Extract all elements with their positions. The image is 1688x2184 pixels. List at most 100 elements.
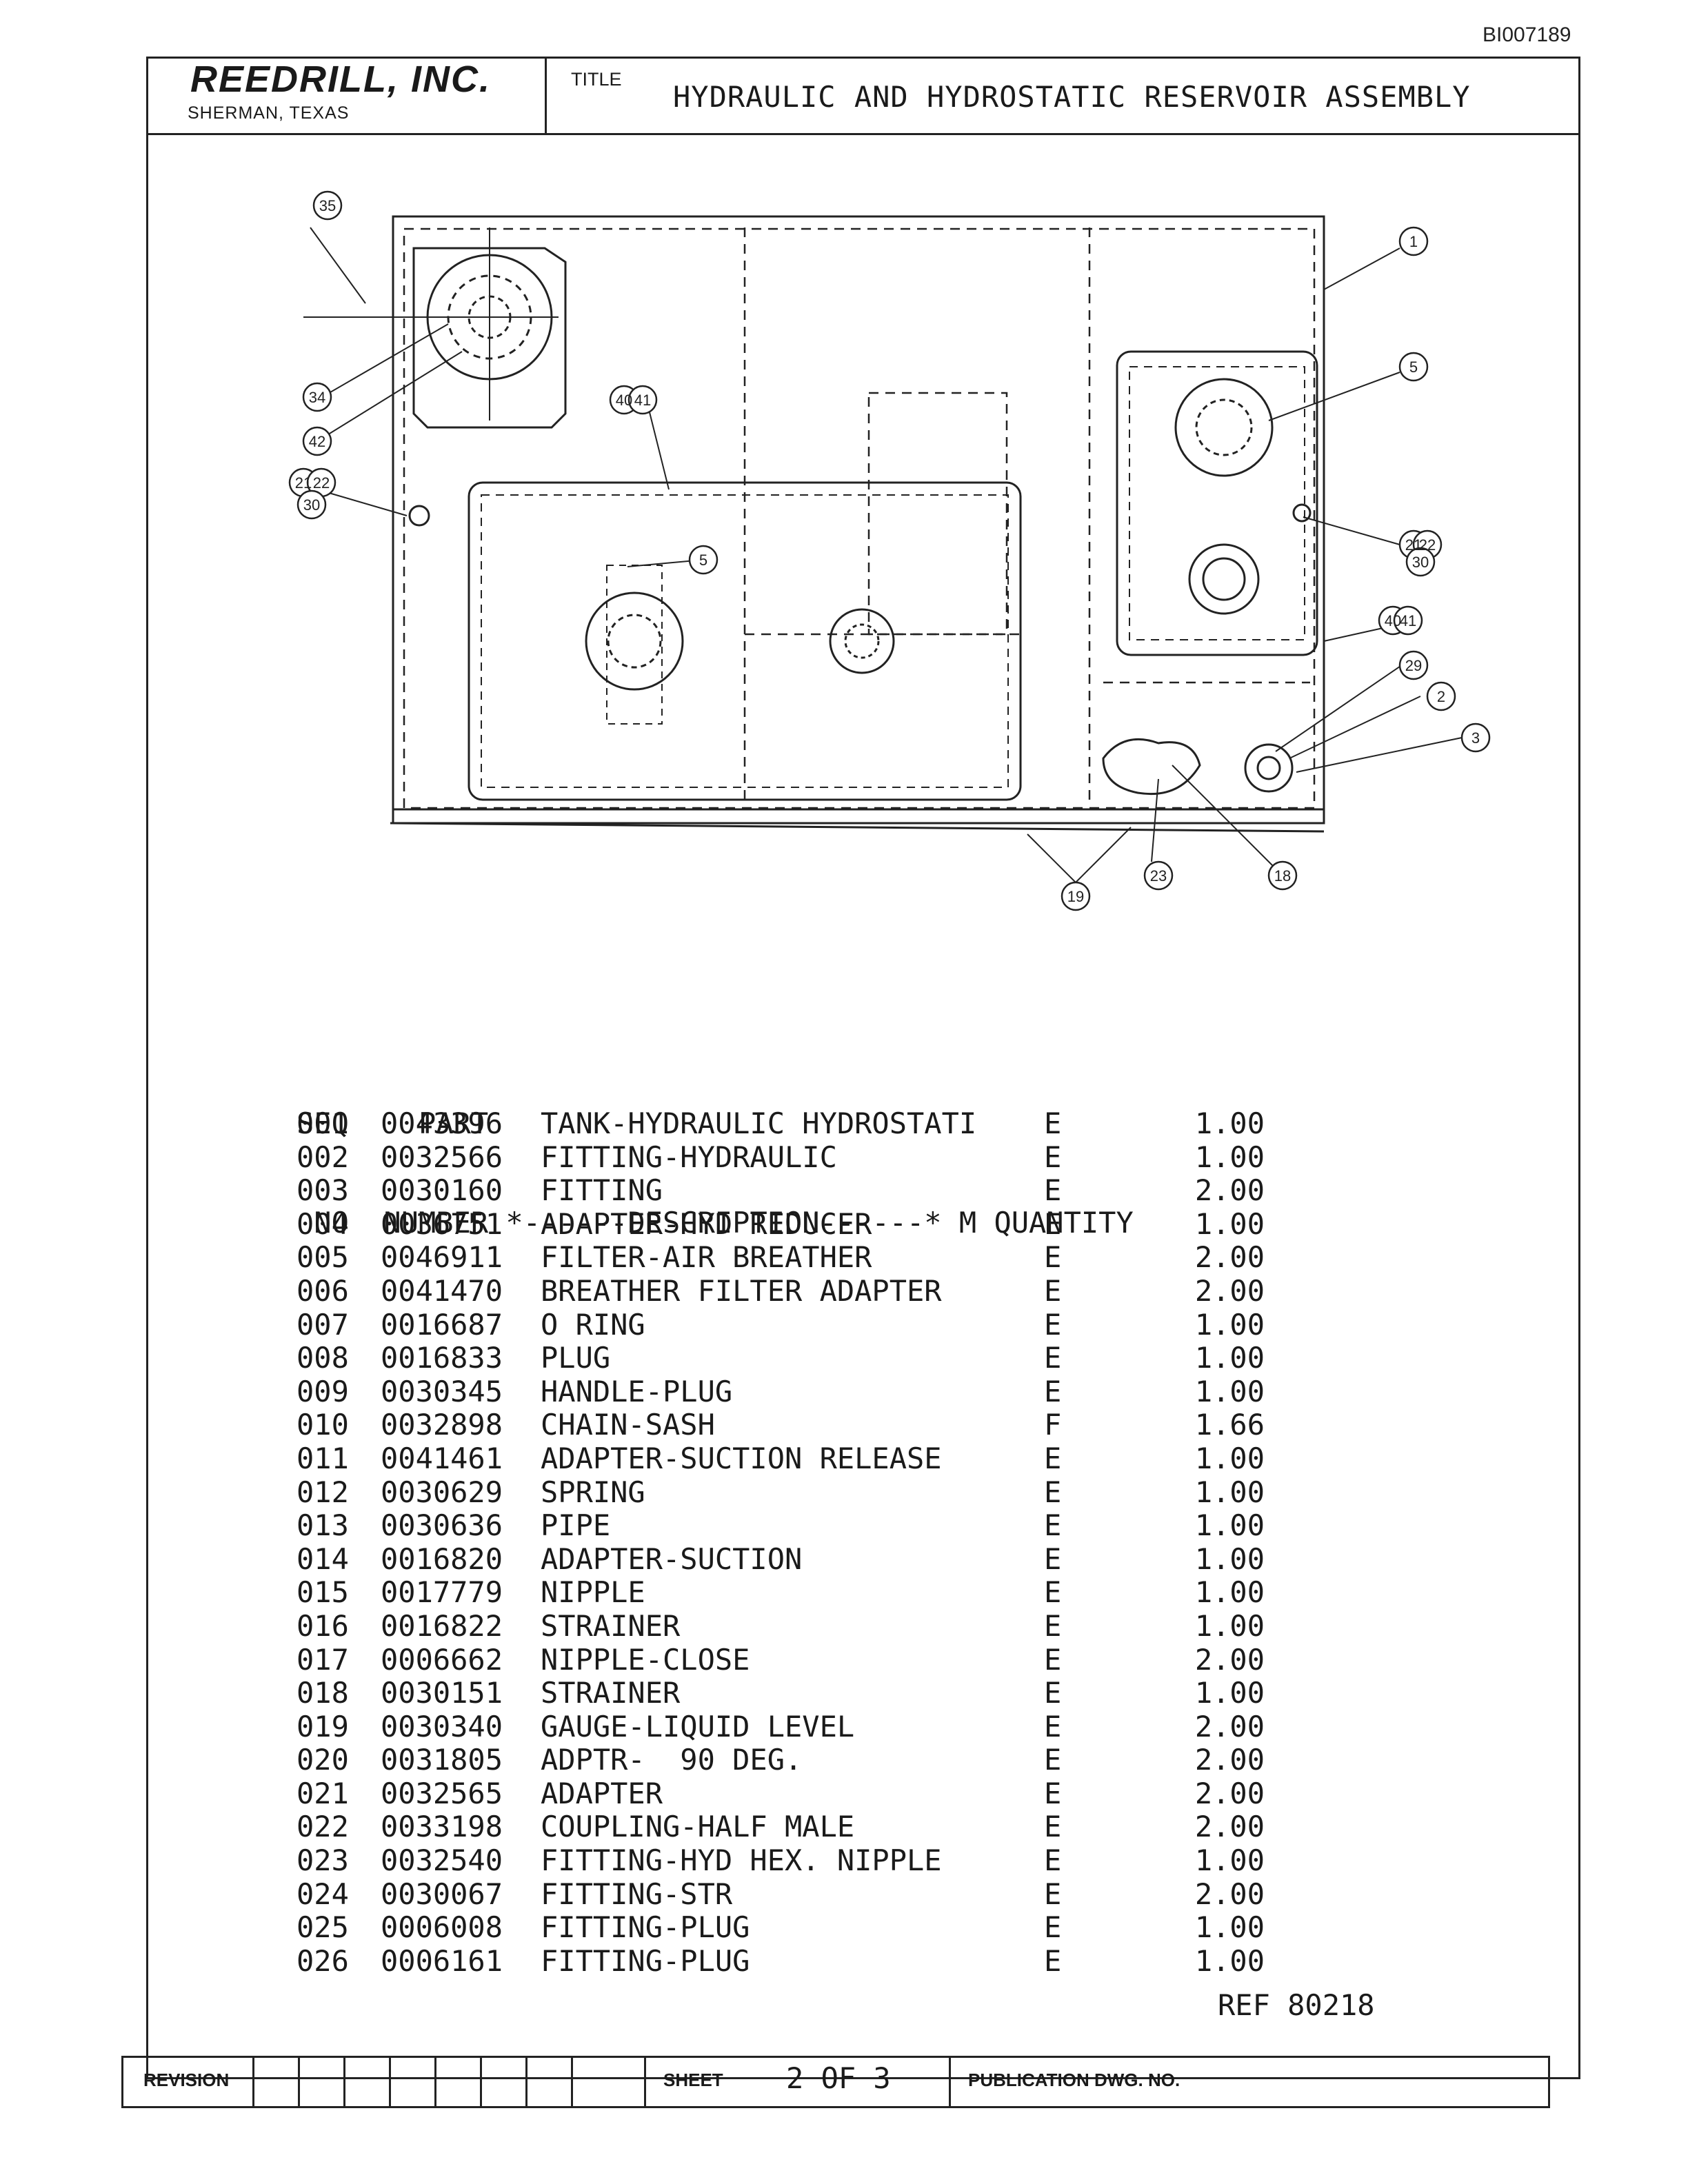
part-number: 0041461 (381, 1441, 503, 1475)
part-number: 0046911 (381, 1240, 503, 1275)
seq-number: 022 (297, 1810, 349, 1844)
seq-number: 012 (297, 1475, 349, 1509)
part-number: 0030067 (381, 1877, 503, 1911)
callout-5-right: 5 (1409, 358, 1418, 376)
part-description: SPRING (541, 1475, 645, 1509)
publication-dwg-label: PUBLICATION DWG. NO. (968, 2070, 1180, 2090)
callout-41-top: 41 (634, 392, 651, 409)
part-number: 0032540 (381, 1843, 503, 1878)
part-description: NIPPLE-CLOSE (541, 1642, 750, 1677)
quantity: 2.00 (1194, 1810, 1265, 1844)
quantity: 1.00 (1194, 1441, 1265, 1475)
part-description: PLUG (541, 1341, 611, 1375)
seq-number: 020 (297, 1743, 349, 1777)
cover-plate-right (1116, 350, 1318, 656)
unit-code: E (1044, 1541, 1062, 1576)
revision-cell-divider (298, 2056, 300, 2108)
quantity: 1.00 (1194, 1374, 1265, 1408)
unit-code: E (1044, 1273, 1062, 1308)
callout-5-left: 5 (699, 552, 707, 569)
part-number: 0030636 (381, 1508, 503, 1543)
part-number: 0030340 (381, 1709, 503, 1743)
unit-code: E (1044, 1843, 1062, 1878)
quantity: 1.00 (1194, 1843, 1265, 1878)
part-number: 0006662 (381, 1642, 503, 1677)
seq-number: 016 (297, 1608, 349, 1643)
seq-number: 006 (297, 1273, 349, 1308)
publication-divider (949, 2056, 951, 2108)
unit-code: F (1044, 1408, 1062, 1442)
part-number: 0043396 (381, 1106, 503, 1140)
quantity: 1.00 (1194, 1541, 1265, 1576)
quantity: 1.00 (1194, 1307, 1265, 1342)
seq-number: 009 (297, 1374, 349, 1408)
part-description: PIPE (541, 1508, 611, 1543)
part-description: BREATHER FILTER ADAPTER (541, 1273, 942, 1308)
drawing-title: HYDRAULIC AND HYDROSTATIC RESERVOIR ASSE… (673, 80, 1471, 114)
callout-21-left: 21 (295, 474, 312, 492)
unit-code: E (1044, 1508, 1062, 1543)
parts-header-line1: SEQ PART (297, 1106, 489, 1140)
tank-outline (392, 215, 1325, 825)
part-description: COUPLING-HALF MALE (541, 1810, 855, 1844)
unit-code: E (1044, 1341, 1062, 1375)
document-id: BI007189 (1483, 23, 1571, 46)
callout-40-top: 40 (616, 392, 632, 409)
parts-list-header: SEQ PART NO NUMBER *------DESCRIPTION---… (297, 1041, 1134, 1273)
revision-cell-divider (252, 2056, 254, 2108)
callout-3: 3 (1471, 729, 1480, 747)
part-number: 0030629 (381, 1475, 503, 1509)
cover-plate-left (468, 481, 1022, 801)
revision-cell-divider (389, 2056, 391, 2108)
sheet-divider (644, 2056, 646, 2108)
seq-number: 015 (297, 1575, 349, 1610)
part-description: FITTING (541, 1173, 663, 1208)
unit-code: E (1044, 1676, 1062, 1710)
part-description: FILTER-AIR BREATHER (541, 1240, 872, 1275)
part-number: 0032566 (381, 1140, 503, 1174)
unit-code: E (1044, 1877, 1062, 1911)
callout-22-left: 22 (313, 474, 330, 492)
liquid-level-gauge (1102, 738, 1201, 796)
revision-cell-divider (571, 2056, 573, 2108)
part-description: ADAPTER (541, 1776, 663, 1810)
seq-number: 018 (297, 1676, 349, 1710)
quantity: 1.00 (1194, 1206, 1265, 1241)
drawing-frame (146, 57, 1580, 2079)
unit-code: E (1044, 1642, 1062, 1677)
part-number: 0016687 (381, 1307, 503, 1342)
part-description: FITTING-PLUG (541, 1910, 750, 1945)
quantity: 1.00 (1194, 1943, 1265, 1978)
filter-housing-left (412, 247, 567, 429)
part-description: FITTING-STR (541, 1877, 733, 1911)
seq-number: 004 (297, 1206, 349, 1241)
part-number: 0041470 (381, 1273, 503, 1308)
quantity: 1.00 (1194, 1508, 1265, 1543)
callout-19: 19 (1067, 888, 1084, 905)
revision-cell-divider (434, 2056, 436, 2108)
unit-code: E (1044, 1206, 1062, 1241)
part-description: GAUGE-LIQUID LEVEL (541, 1709, 855, 1743)
part-number: 0036751 (381, 1206, 503, 1241)
part-number: 0006161 (381, 1943, 503, 1978)
reference-number: REF 80218 (1218, 1988, 1375, 2022)
breather-filter-2 (1174, 378, 1274, 477)
company-location: SHERMAN, TEXAS (188, 103, 350, 123)
title-block-divider (545, 57, 547, 135)
unit-code: E (1044, 1776, 1062, 1810)
seq-number: 021 (297, 1776, 349, 1810)
revision-block (121, 2056, 1550, 2108)
quantity: 1.00 (1194, 1676, 1265, 1710)
seq-number: 017 (297, 1642, 349, 1677)
